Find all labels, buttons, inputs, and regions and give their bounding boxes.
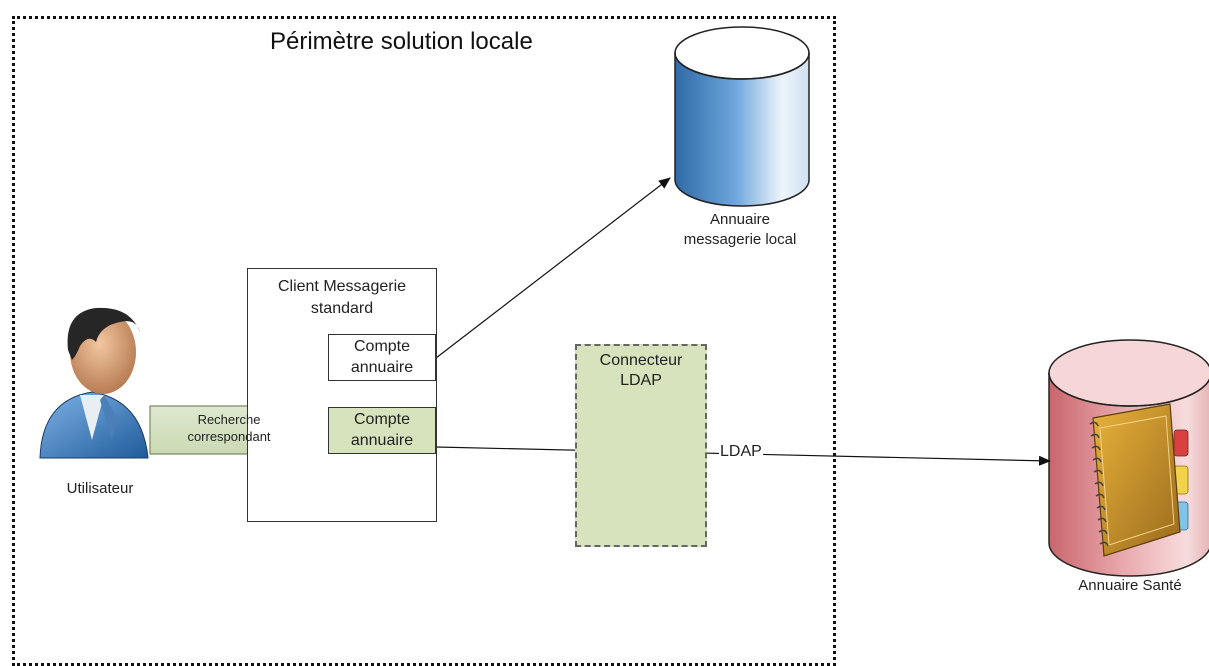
client-messagerie-label: Client Messagerie standard [277, 278, 407, 317]
compte-annuaire-top: Compte annuaire [328, 334, 436, 381]
perimeter-title: Périmètre solution locale [270, 28, 533, 55]
user-caption: Utilisateur [66, 480, 134, 497]
ldap-edge-label: LDAP [719, 443, 763, 461]
diagram-graphics [39, 26, 1209, 577]
connecteur-ldap: Connecteur LDAP [575, 344, 707, 547]
db-local-cylinder [674, 26, 810, 207]
compte-annuaire-bottom: Compte annuaire [328, 407, 436, 454]
search-arrow-label: Recherche correspondant [187, 412, 271, 444]
user-avatar-icon [39, 307, 149, 459]
edge-compte-to-local [435, 177, 671, 359]
address-book-icon [1089, 403, 1189, 557]
client-messagerie-box [247, 268, 437, 522]
db-local-caption: Annuaire messagerie local [683, 211, 797, 248]
db-sante-caption: Annuaire Santé [1078, 577, 1182, 594]
